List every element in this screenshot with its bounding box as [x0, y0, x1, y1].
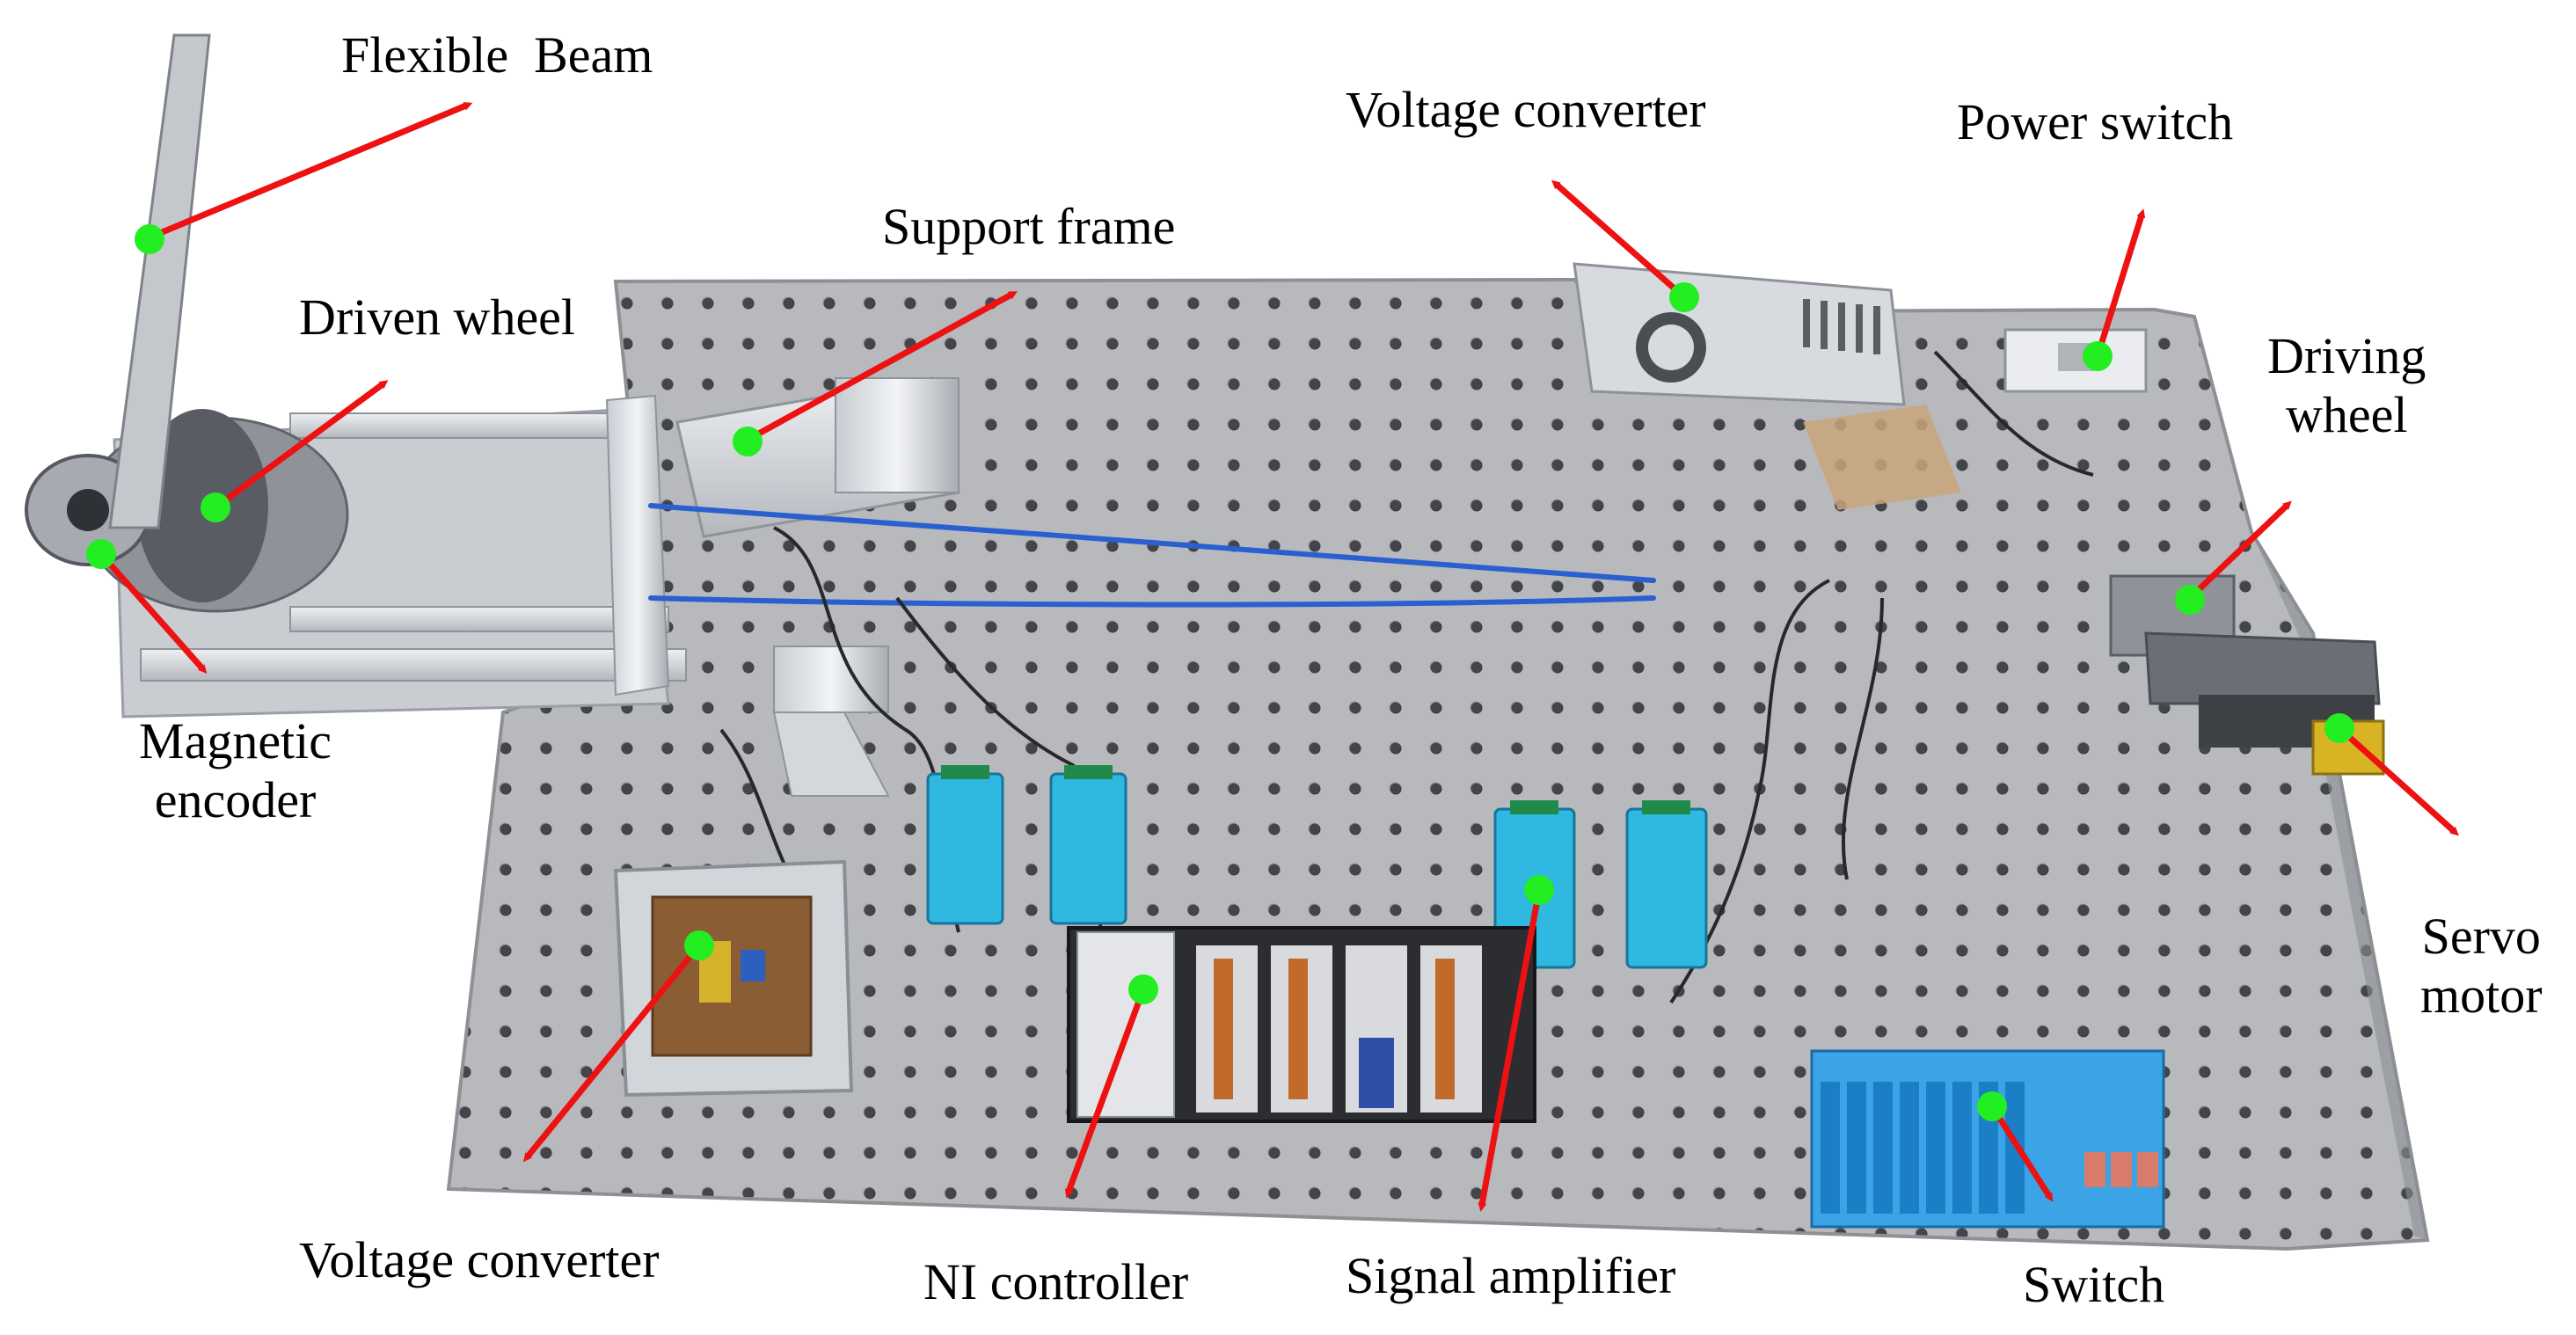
flexible-beam	[108, 33, 211, 529]
ni-controller-chassis	[1067, 926, 1536, 1123]
label-support-frame: Support frame	[882, 198, 1176, 255]
relay-switch-bank	[1810, 1049, 2165, 1229]
label-driving-wheel: Driving wheel	[2267, 327, 2426, 443]
annotation-arrows	[99, 102, 2459, 1212]
label-ni-controller: NI controller	[923, 1253, 1189, 1310]
blue-cables	[648, 503, 1656, 608]
label-voltage-converter-bottom: Voltage converter	[299, 1231, 660, 1288]
driven-wheel-assembly	[25, 409, 349, 613]
power-switch-box	[2003, 328, 2148, 393]
signal-amplifier-modules	[926, 772, 1708, 969]
green-markers	[86, 224, 2354, 1121]
support-rails	[113, 376, 960, 797]
label-signal-amplifier: Signal amplifier	[1346, 1247, 1676, 1304]
label-power-switch: Power switch	[1957, 93, 2234, 150]
label-switch: Switch	[2023, 1256, 2165, 1313]
voltage-converter-bottom-box	[613, 859, 854, 1098]
label-voltage-converter-top: Voltage converter	[1346, 81, 1706, 138]
label-flexible-beam: Flexible Beam	[341, 26, 653, 84]
label-servo-motor: Servo motor	[2420, 908, 2543, 1024]
voltage-converter-top-box	[1573, 262, 1961, 510]
label-driven-wheel: Driven wheel	[299, 288, 576, 346]
label-magnetic-encoder: Magnetic encoder	[139, 712, 332, 828]
